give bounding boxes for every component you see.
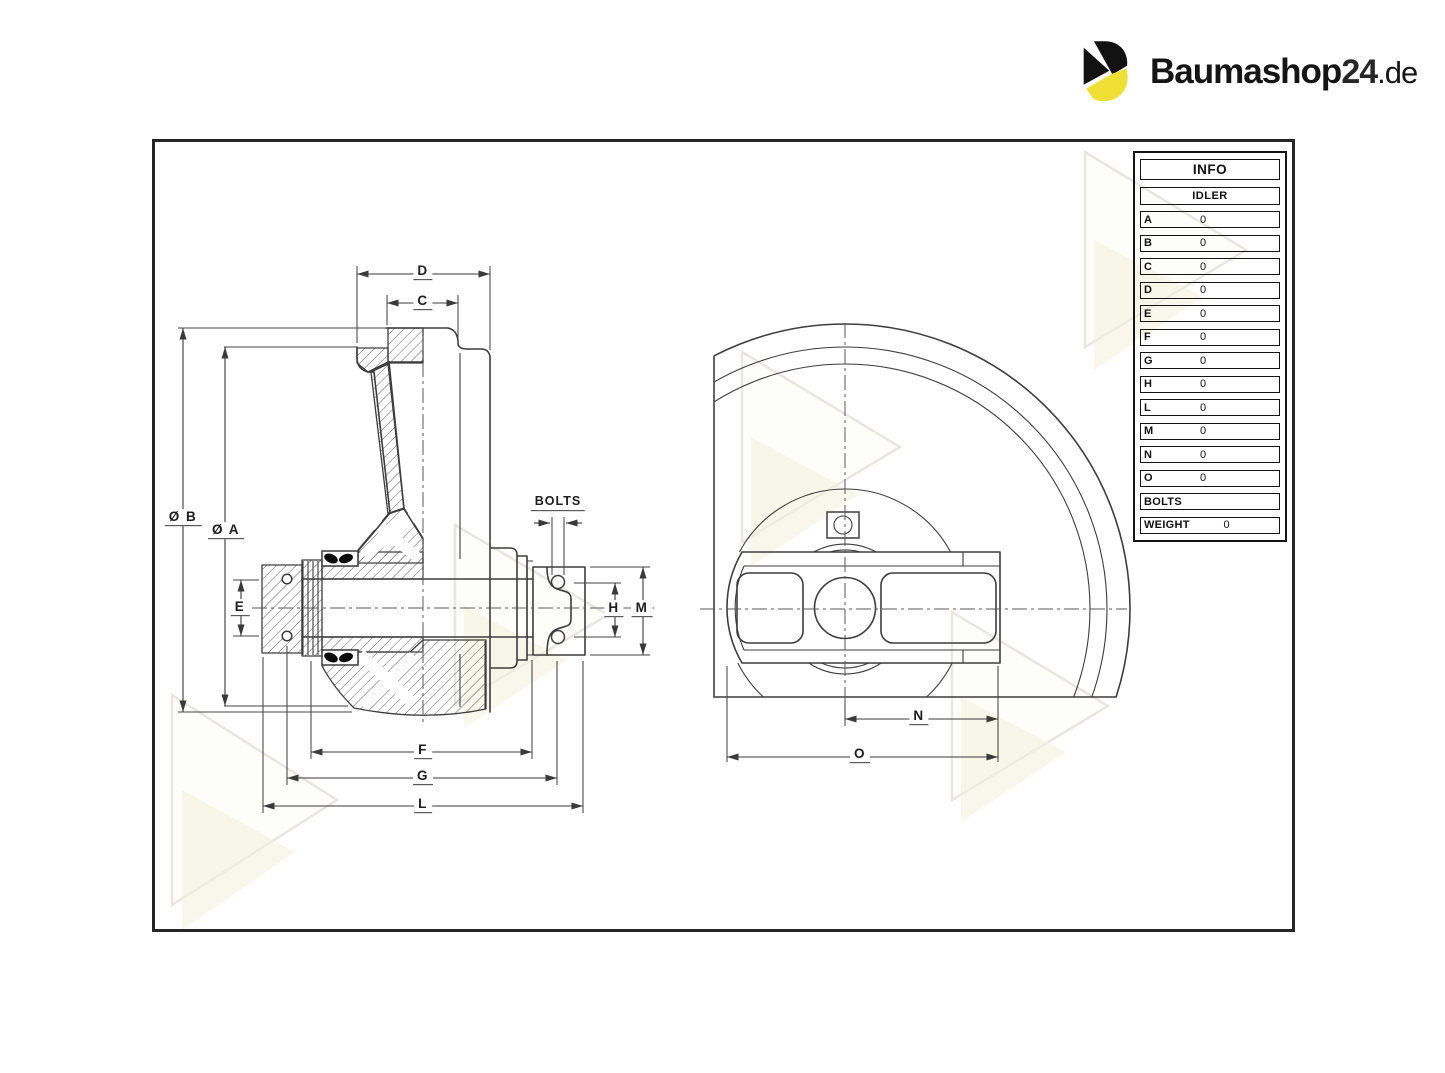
info-row-label: N xyxy=(1144,448,1153,461)
info-row-value: 0 xyxy=(1200,425,1207,438)
dim-label-f: F xyxy=(414,742,432,760)
info-row-label: A xyxy=(1144,213,1153,226)
info-row-label: G xyxy=(1144,354,1153,367)
info-row-value: 0 xyxy=(1200,307,1207,320)
dim-label-m: M xyxy=(631,600,653,618)
info-row-weight: WEIGHT 0 xyxy=(1140,516,1280,534)
info-row-label: C xyxy=(1144,260,1153,273)
info-row-value: 0 xyxy=(1200,213,1207,226)
dim-label-dia-b: Ø B xyxy=(164,509,202,527)
dim-label-g: G xyxy=(412,768,434,786)
info-row-label: D xyxy=(1144,283,1153,296)
info-row-label: WEIGHT xyxy=(1144,519,1190,532)
drawing-frame xyxy=(152,139,1295,932)
info-row-value: 0 xyxy=(1200,401,1207,414)
dim-label-l: L xyxy=(414,796,432,814)
info-row-label: E xyxy=(1144,307,1152,320)
brand-number: 24 xyxy=(1341,53,1378,91)
info-row-label: M xyxy=(1144,425,1154,438)
info-row-value: 0 xyxy=(1200,472,1207,485)
dim-label-dia-a: Ø A xyxy=(208,522,244,540)
info-row-label: BOLTS xyxy=(1144,495,1182,508)
info-row-label: B xyxy=(1144,236,1153,249)
info-row-bolts: BOLTS xyxy=(1140,493,1280,511)
brand-logo-icon xyxy=(1083,41,1128,102)
info-row-label: H xyxy=(1144,378,1153,391)
dim-label-d: D xyxy=(413,263,433,281)
view-side-section xyxy=(178,266,654,813)
info-row-value: 0 xyxy=(1200,354,1207,367)
dim-label-n: N xyxy=(909,708,929,726)
info-row-value: 0 xyxy=(1200,236,1207,249)
info-row-value: 0 xyxy=(1200,260,1207,273)
info-row-value: 0 xyxy=(1200,448,1207,461)
dim-label-c: C xyxy=(413,293,433,311)
dim-label-h: H xyxy=(604,600,624,618)
dim-label-e: E xyxy=(230,599,250,617)
info-table-header: INFO xyxy=(1140,159,1280,180)
info-row-label: F xyxy=(1144,330,1152,343)
info-row-value: 0 xyxy=(1200,378,1207,391)
dim-label-bolts: BOLTS xyxy=(530,494,586,512)
info-row-value: 0 xyxy=(1200,330,1207,343)
view-front xyxy=(700,323,1131,762)
info-row-label: O xyxy=(1144,472,1153,485)
info-row-label: L xyxy=(1144,401,1152,414)
brand-tld: .de xyxy=(1377,55,1418,90)
info-row-value: 0 xyxy=(1223,519,1230,532)
dim-label-o: O xyxy=(849,746,871,764)
info-table-subheader: IDLER xyxy=(1140,186,1280,205)
brand-name: Baumashop xyxy=(1150,52,1342,91)
info-row-value: 0 xyxy=(1200,283,1207,296)
